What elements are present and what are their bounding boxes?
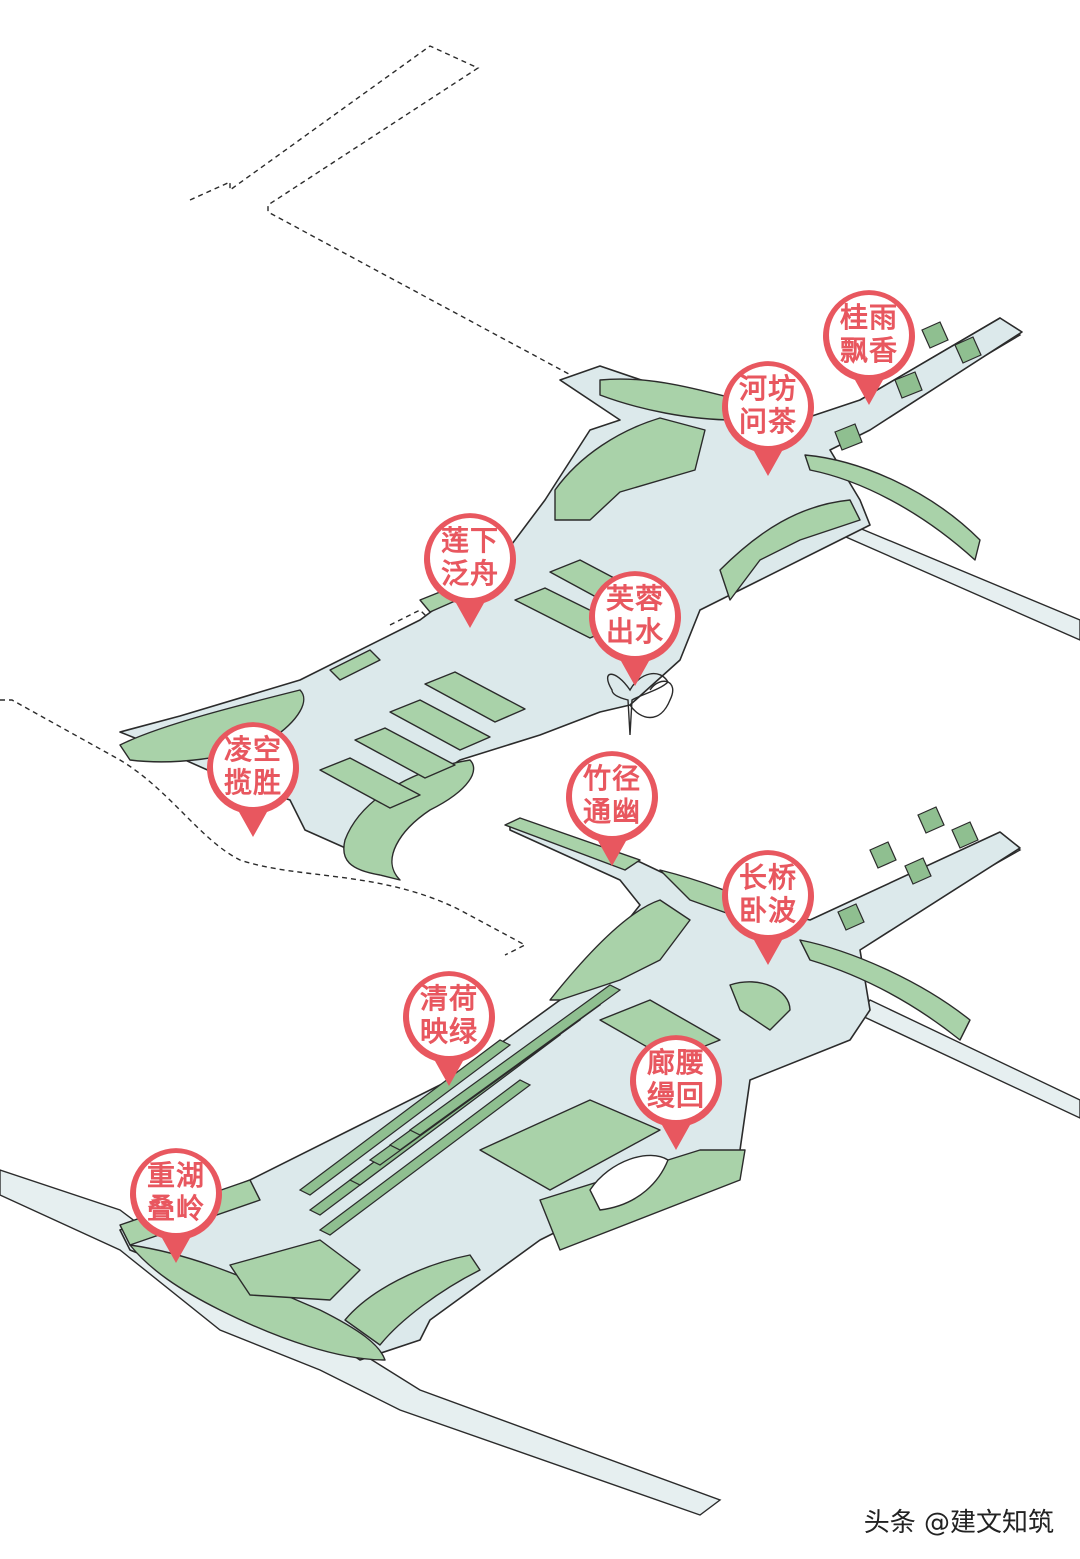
pin-guiyu[interactable]: 桂雨飘香 <box>819 287 919 405</box>
pin-furong[interactable]: 芙蓉出水 <box>585 568 685 686</box>
map-pin-icon <box>630 1035 722 1150</box>
map-pin-icon <box>722 850 814 965</box>
map-pin-icon <box>130 1148 223 1263</box>
south-pond <box>589 1154 669 1211</box>
pin-label: 河坊问茶 <box>738 372 797 438</box>
pin-lianxia[interactable]: 莲下泛舟 <box>420 510 520 628</box>
pin-qinghe[interactable]: 清荷映绿 <box>399 968 499 1086</box>
pin-label: 廊腰缦回 <box>646 1046 705 1112</box>
south-east-blocks <box>837 806 979 931</box>
map-pin-icon <box>823 290 915 405</box>
map-pin-icon <box>403 971 495 1086</box>
map-pin-icon <box>566 751 658 866</box>
pin-label: 桂雨飘香 <box>839 301 898 367</box>
pin-label: 莲下泛舟 <box>440 524 499 590</box>
pin-label: 重湖叠岭 <box>146 1159 205 1225</box>
pin-zhujing[interactable]: 竹径通幽 <box>562 748 662 866</box>
pin-label: 清荷映绿 <box>419 982 478 1048</box>
sculpture <box>607 672 674 736</box>
north-greens <box>119 378 981 881</box>
pin-label: 芙蓉出水 <box>605 582 664 648</box>
pin-label: 长桥卧波 <box>738 861 797 927</box>
south-greens <box>119 869 971 1361</box>
pin-label: 竹径通幽 <box>582 762 641 828</box>
map-pin-icon <box>722 361 814 476</box>
map-pin-icon <box>207 722 299 837</box>
watermark: 头条 @建文知筑 <box>863 1508 1054 1538</box>
pin-changqiao[interactable]: 长桥卧波 <box>718 847 818 965</box>
map-pin-icon <box>424 513 516 628</box>
map-pin-icon <box>589 571 681 686</box>
pin-langyao[interactable]: 廊腰缦回 <box>626 1032 726 1150</box>
north-east-blocks <box>834 321 982 451</box>
dashed-boundary-west <box>0 609 527 956</box>
dashed-boundary-north <box>189 45 581 381</box>
pin-label: 凌空揽胜 <box>223 733 282 799</box>
pin-hefang[interactable]: 河坊问茶 <box>718 358 818 476</box>
connector-strip <box>504 817 641 871</box>
south-strips <box>298 984 622 1236</box>
pin-lingkong[interactable]: 凌空揽胜 <box>203 719 303 837</box>
pin-chonghu[interactable]: 重湖叠岭 <box>126 1145 226 1263</box>
